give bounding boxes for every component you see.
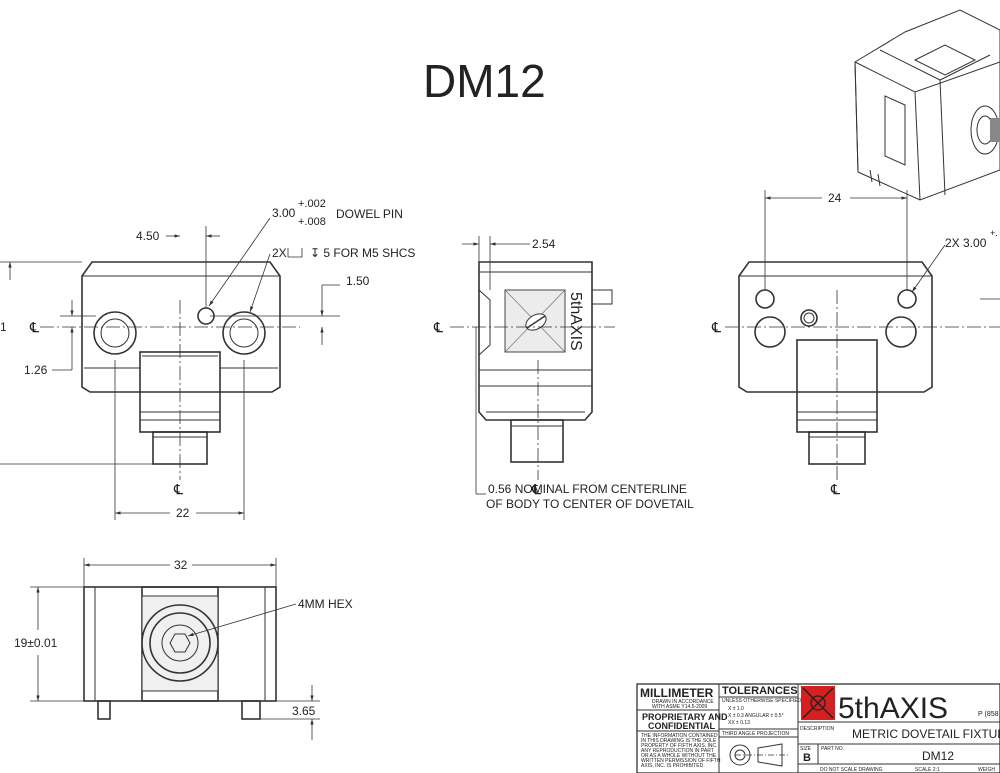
tb-part-label: PART NO. bbox=[821, 746, 844, 752]
centerline-symbol-side-h: ℄ bbox=[433, 319, 443, 335]
tb-no-scale: DO NOT SCALE DRAWING bbox=[820, 767, 883, 773]
centerline-symbol-right-v: ℄ bbox=[830, 481, 840, 497]
tb-size-label: SIZE bbox=[800, 746, 812, 752]
tb-tol-xxx: XX ± 0.13 bbox=[728, 720, 750, 726]
centerline-symbol-front-v: ℄ bbox=[173, 481, 183, 497]
tb-info-0: THE INFORMATION CONTAINED bbox=[641, 733, 718, 739]
tb-scale: SCALE 2:1 bbox=[915, 767, 940, 773]
tolerance-plus-008: +.008 bbox=[298, 216, 326, 228]
tb-info-4: OR AS A WHOLE WITHOUT THE bbox=[641, 753, 717, 759]
dim-32: 32 bbox=[174, 558, 188, 572]
tb-weight: WEIGH bbox=[978, 767, 995, 773]
dim-2-54: 2.54 bbox=[532, 237, 556, 251]
tb-tolerances: TOLERANCES bbox=[722, 685, 798, 697]
tb-description: METRIC DOVETAIL FIXTUR bbox=[852, 727, 1000, 741]
top-view bbox=[30, 558, 320, 740]
drawing-title: DM12 bbox=[423, 55, 546, 107]
tb-size: B bbox=[803, 752, 811, 764]
title-block bbox=[636, 683, 1000, 773]
dim-4-50: 4.50 bbox=[136, 229, 160, 243]
tb-tol-xx: X ± 0.3 ANGULAR ± 0.5° bbox=[728, 713, 784, 719]
tol-partial: +. bbox=[990, 228, 998, 238]
centerline-symbol-side-v: ℄ bbox=[531, 481, 541, 497]
centerline-symbol-front-h: ℄ bbox=[29, 319, 39, 335]
counterbore-count: 2X bbox=[272, 246, 287, 260]
tolerance-plus-002: +.002 bbox=[298, 198, 326, 210]
tb-description-label: DESCRIPTION bbox=[800, 726, 835, 732]
tb-tol-x: X ± 1.0 bbox=[728, 706, 744, 712]
tb-info-2: PROPERTY OF FIFTH AXIS, INC. bbox=[641, 743, 718, 749]
tb-info-1: IN THIS DRAWING IS THE SOLE bbox=[641, 738, 717, 744]
tb-unless: UNLESS OTHERWISE SPECIFIED bbox=[722, 698, 802, 704]
dim-2x-3-00: 2X 3.00 bbox=[945, 236, 987, 250]
dim-24: 24 bbox=[828, 191, 842, 205]
tb-proprietary: PROPRIETARY AND bbox=[642, 712, 728, 722]
tb-info-6: AXIS, INC. IS PROHIBITED. bbox=[641, 763, 705, 769]
hex-note: 4MM HEX bbox=[298, 597, 353, 611]
tb-phone: P (858 bbox=[978, 711, 999, 718]
dim-left-partial: 1 bbox=[0, 320, 7, 334]
tb-confidential: CONFIDENTIAL bbox=[648, 721, 715, 731]
centerline-symbol-right-h: ℄ bbox=[711, 319, 721, 335]
counterbore-icon bbox=[287, 248, 303, 258]
tb-units: MILLIMETER bbox=[640, 686, 714, 700]
dovetail-note-line2: OF BODY TO CENTER OF DOVETAIL bbox=[486, 497, 694, 511]
tb-info-5: WRITTEN PERMISSION OF FIFTH bbox=[641, 758, 721, 764]
right-view bbox=[725, 190, 1000, 480]
dim-1-26: 1.26 bbox=[24, 363, 48, 377]
front-view bbox=[0, 217, 340, 520]
dowel-pin-label: DOWEL PIN bbox=[336, 207, 403, 221]
side-logo: 5thAXIS bbox=[567, 292, 584, 351]
tb-projection: THIRD ANGLE PROJECTION bbox=[722, 731, 789, 737]
dim-22: 22 bbox=[176, 506, 190, 520]
tb-drawn-in2: WITH ASME Y14.5-2009 bbox=[652, 704, 707, 710]
dim-19: 19±0.01 bbox=[14, 636, 58, 650]
isometric-view bbox=[854, 9, 1000, 201]
tb-company: 5thAXIS bbox=[838, 692, 948, 725]
tb-part-no: DM12 bbox=[922, 749, 954, 763]
dim-3-65: 3.65 bbox=[292, 704, 316, 718]
dovetail-note-line1: 0.56 NOMINAL FROM CENTERLINE bbox=[488, 482, 687, 496]
tb-drawn-in: DRAWN IN ACCORDANCE bbox=[652, 699, 714, 705]
tb-info-3: ANY REPRODUCTION IN PART bbox=[641, 748, 714, 754]
counterbore-note: ↧ 5 FOR M5 SHCS bbox=[310, 246, 415, 260]
side-view bbox=[450, 236, 615, 495]
dim-3-00: 3.00 bbox=[272, 206, 296, 220]
dim-1-50: 1.50 bbox=[346, 274, 370, 288]
